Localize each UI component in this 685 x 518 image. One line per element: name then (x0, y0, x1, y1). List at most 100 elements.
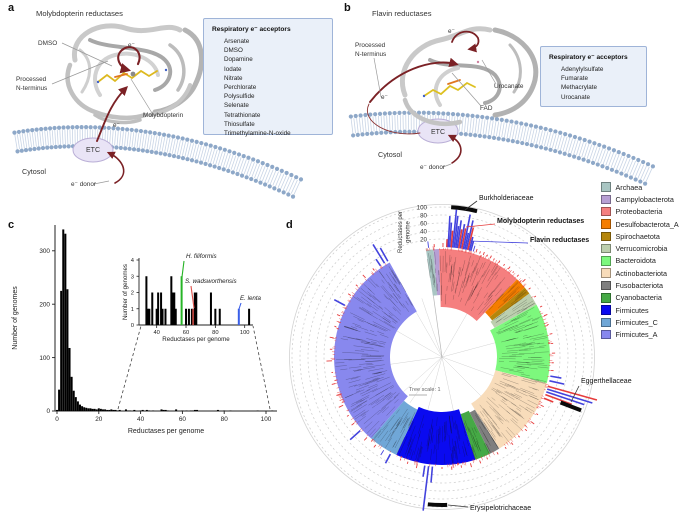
legend-item: Fusobacteriota (601, 279, 679, 291)
tree-branch (515, 397, 535, 409)
histogram-bar (83, 407, 86, 411)
molybdopterin-bar (545, 393, 572, 405)
lipid-tail (503, 122, 508, 138)
tree-branch (474, 256, 481, 272)
structure-label: Cytosol (378, 150, 402, 159)
lipid-tail (174, 139, 179, 155)
tree-branch (359, 389, 371, 395)
lipid-head (194, 139, 199, 144)
radial-axis-tick: 60 (420, 220, 427, 227)
tip-marker (370, 272, 374, 276)
tree-branch (511, 318, 517, 321)
lipid-head (15, 149, 20, 154)
lipid-tail (559, 135, 565, 151)
lipid-tail (159, 136, 163, 152)
species-label: H. filiformis (186, 253, 217, 260)
inset-bar (164, 308, 167, 325)
leader-line (451, 72, 482, 107)
panel-b-graphic: ProcessedN-terminuse⁻e⁻UrocanateFADETCCy… (348, 26, 655, 186)
tip-marker (339, 393, 342, 395)
lipid-head (519, 121, 524, 126)
tree-branch (396, 408, 408, 426)
tree-branch (476, 440, 481, 451)
tree-branch (498, 320, 519, 331)
lipid-tail (583, 143, 590, 158)
tree-branch (470, 271, 473, 278)
tree-branch (500, 400, 508, 406)
lipid-head (127, 146, 132, 151)
tree-branch (394, 274, 401, 284)
tip-marker (414, 460, 416, 463)
tree-branch (462, 276, 466, 289)
lipid-head (631, 155, 636, 161)
cofactor-atom (422, 94, 426, 98)
lipid-head (148, 130, 153, 135)
tree-branch (456, 272, 460, 287)
tree-branch (495, 267, 501, 276)
tip-marker (359, 428, 363, 431)
lipid-tail (235, 157, 242, 172)
tree-branch (491, 397, 496, 401)
root-spoke (441, 356, 482, 397)
tree-branch (528, 346, 534, 348)
tree-branch (430, 255, 433, 271)
lipid-head (34, 127, 39, 132)
lipid-head (157, 131, 162, 137)
grid-circle (315, 230, 569, 484)
lipid-head (586, 159, 591, 164)
tree-branch (382, 406, 389, 413)
tip-marker (495, 262, 497, 265)
tree-branch (504, 391, 518, 400)
lipid-head (208, 143, 213, 148)
lipid-tail (391, 115, 394, 131)
lipid-tail (372, 116, 375, 132)
histogram-bar (66, 289, 69, 411)
tree-branch (433, 273, 436, 288)
tip-marker (461, 248, 463, 252)
tree-branch (460, 297, 462, 302)
lipid-head (563, 132, 568, 137)
lipid-head (171, 153, 177, 159)
lipid-tail (215, 150, 221, 165)
tree-branch (486, 272, 497, 288)
tree-branch (521, 303, 535, 311)
tree-branch (444, 251, 446, 272)
tree-branch (493, 283, 501, 292)
tree-branch (498, 417, 502, 421)
lipid-head (538, 145, 544, 150)
molybdopterin-bar (458, 229, 463, 249)
tree-branch (471, 260, 474, 267)
lipid-head (246, 155, 251, 160)
structure-label: e⁻ (113, 122, 120, 129)
tree-branch (510, 393, 521, 399)
lipid-head (198, 160, 204, 165)
tree-scale-label: Tree scale: 1 (409, 387, 441, 393)
lipid-tail (21, 133, 25, 149)
legend-label: Firmicutes_C (615, 317, 658, 327)
tree-branch (378, 305, 383, 309)
lipid-head (557, 150, 563, 155)
lipid-head (373, 112, 378, 117)
tip-marker (362, 282, 364, 285)
tip-marker (337, 321, 341, 323)
tip-marker (506, 442, 508, 444)
tip-marker (462, 248, 464, 253)
legend-label: Desulfobacterota_A (615, 219, 679, 229)
tip-marker (543, 389, 546, 391)
tree-branch (516, 408, 522, 412)
lipid-head (351, 133, 356, 138)
lipid-head (609, 167, 615, 172)
lipid-tail (594, 147, 601, 162)
tree-branch (497, 412, 507, 422)
tree-branch (496, 415, 501, 420)
molybdopterin-bar (346, 414, 349, 417)
tree-branch (491, 436, 499, 449)
lipid-tail (533, 128, 538, 144)
tree-branch (362, 377, 380, 385)
tip-marker (351, 291, 356, 295)
tree-branch (395, 417, 403, 430)
lipid-head (383, 130, 389, 135)
tree-branch (472, 435, 478, 449)
tree-branch (476, 274, 483, 288)
structure-label: Cytosol (22, 167, 46, 176)
